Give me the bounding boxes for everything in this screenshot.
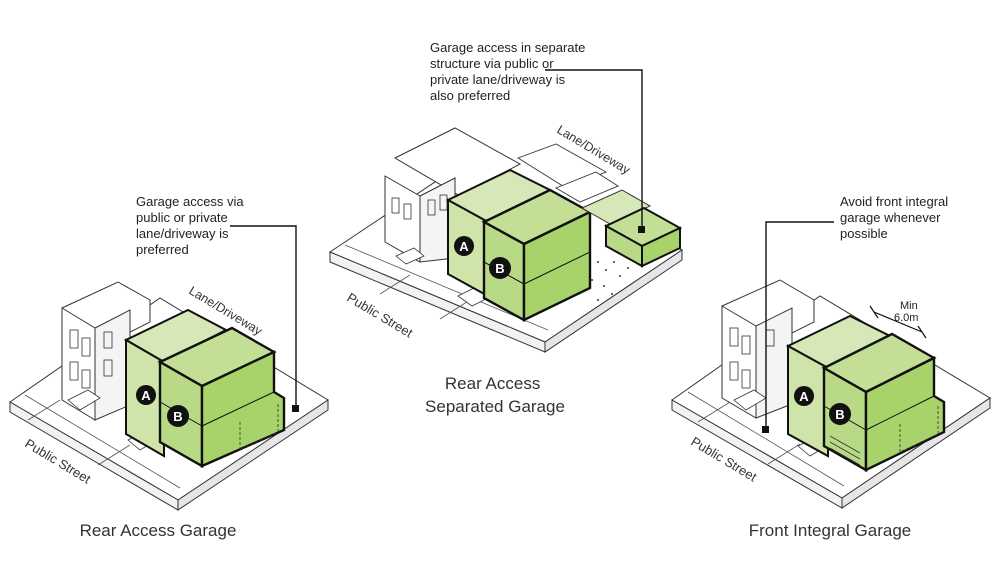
badge-b xyxy=(489,257,511,279)
annotation-marker xyxy=(762,426,769,433)
existing-house xyxy=(755,307,793,419)
caption: Front Integral Garage xyxy=(749,521,912,540)
floor-line xyxy=(523,251,591,285)
window xyxy=(103,359,113,377)
badge-a-label: A xyxy=(141,388,151,403)
lot-line xyxy=(697,401,731,423)
diagram-front-integral: A B Min 6.0m Public Street Avoid front i… xyxy=(671,194,991,540)
caption: Rear Access Garage xyxy=(80,521,237,540)
lot-line xyxy=(27,399,61,421)
annotation-text: Garage access in separate structure via … xyxy=(430,40,589,103)
street-label: Public Street xyxy=(344,290,415,341)
annotation-marker xyxy=(638,226,645,233)
window xyxy=(427,199,436,216)
driveway-dots xyxy=(591,261,629,301)
lot-line xyxy=(439,299,471,320)
badge-a-label: A xyxy=(799,389,809,404)
stoop-stairs xyxy=(395,247,425,265)
badge-a-label: A xyxy=(459,239,469,254)
dimension-label: Min 6.0m xyxy=(894,300,921,324)
badge-a xyxy=(136,385,156,405)
floor-line xyxy=(201,391,275,427)
lot-line xyxy=(97,444,131,466)
stoop-stairs xyxy=(67,389,101,411)
diagram-rear-access: A B Lane/Driveway Public Street Garage a… xyxy=(9,194,329,540)
annotation-leader xyxy=(230,225,297,406)
separate-garage-top xyxy=(580,189,652,225)
building-b-side xyxy=(200,350,286,468)
sidewalk-line xyxy=(687,391,845,487)
existing-house xyxy=(393,127,522,197)
diagram-rear-separated: A B Lane/Driveway Public Street Garage a… xyxy=(328,40,684,416)
annotation-text: Avoid front integral garage whenever pos… xyxy=(840,194,952,241)
badge-b-label: B xyxy=(495,261,504,276)
window xyxy=(81,369,91,389)
lane-lot xyxy=(554,171,619,203)
window xyxy=(103,331,113,349)
window xyxy=(741,369,751,389)
annotation-text: Garage access via public or private lane… xyxy=(136,194,247,257)
annotation-marker xyxy=(292,405,299,412)
building-b-side xyxy=(864,356,946,472)
annotation-leader xyxy=(545,69,643,228)
badge-b-label: B xyxy=(173,409,182,424)
window xyxy=(69,361,79,381)
window xyxy=(81,337,91,357)
lot-line xyxy=(379,274,411,295)
badge-b xyxy=(829,403,851,425)
window xyxy=(729,327,739,347)
separate-garage-side xyxy=(641,226,681,268)
caption: Rear Access Separated Garage xyxy=(425,374,565,416)
lot-line xyxy=(767,443,801,465)
ground-slab-edge xyxy=(544,249,683,353)
badge-b-label: B xyxy=(835,407,844,422)
garage-door xyxy=(829,435,861,466)
annotation-leader xyxy=(765,221,834,428)
dimension-line xyxy=(869,305,927,339)
window xyxy=(403,203,412,220)
existing-house xyxy=(94,309,131,421)
badge-a xyxy=(794,386,814,406)
window xyxy=(69,329,79,349)
sidewalk-line xyxy=(24,394,181,489)
window xyxy=(741,335,751,355)
building-b-side xyxy=(522,210,592,322)
window xyxy=(729,361,739,381)
window xyxy=(391,197,400,214)
badge-b xyxy=(167,405,189,427)
floor-line xyxy=(865,395,935,431)
badge-a xyxy=(454,236,474,256)
